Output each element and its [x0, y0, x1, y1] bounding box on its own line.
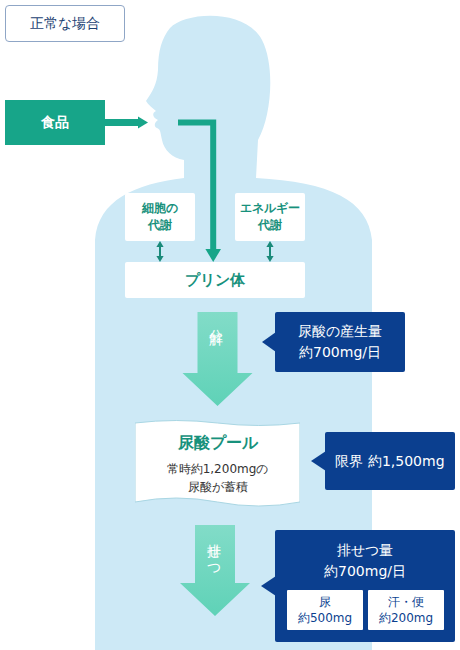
sub-box: 尿 約500mg: [287, 590, 363, 630]
callout-pointer: [262, 332, 276, 352]
node-text: 尿酸の産生量 約700mg/日: [281, 321, 399, 363]
title-tag: 正常な場合: [5, 5, 125, 42]
intake-line: [178, 123, 213, 253]
node-text: 限界 約1,500mg: [331, 451, 449, 472]
excretion-arrow: [180, 525, 250, 616]
node-text: プリン体: [185, 271, 245, 290]
arrow-head: [266, 256, 273, 262]
exchange-line: [269, 246, 271, 257]
node-text: 細胞の 代謝: [130, 200, 190, 235]
metabolism-box: 細胞の 代謝: [125, 193, 195, 241]
connector: [156, 241, 163, 262]
connector: [183, 312, 253, 406]
food-arrow: [105, 119, 140, 126]
food-box: 食品: [5, 100, 105, 145]
node-text: 汗・便 約200mg: [373, 594, 439, 626]
callout-box: 尿酸の産生量 約700mg/日: [275, 312, 405, 372]
title-text: 正常な場合: [30, 15, 100, 33]
arrow-head: [156, 256, 163, 262]
callout-pointer: [261, 576, 276, 596]
sub-box: 汗・便 約200mg: [368, 590, 444, 630]
flow-arrow: [183, 312, 253, 406]
connector: [105, 117, 221, 263]
arrow-head: [266, 241, 273, 247]
node-text: 尿 約500mg: [292, 594, 358, 626]
purine-box: プリン体: [125, 262, 305, 298]
connector: [266, 241, 273, 262]
metabolism-box: エネルギー 代謝: [235, 193, 305, 241]
callout-pointer: [311, 451, 326, 471]
node-text: 尿酸プール: [178, 433, 258, 454]
arrow-label: 排せつ: [205, 533, 223, 574]
arrow-label: 分解: [208, 318, 226, 324]
exchange-line: [159, 246, 161, 257]
pool-shape: [135, 421, 300, 507]
excretion-box: 排せつ量 約700mg/日尿 約500mg 汗・便 約200mg: [275, 530, 455, 642]
uric-pool-box: 尿酸プール常時約1,200mgの 尿酸が蓄積: [135, 418, 300, 510]
arrow-head: [138, 117, 148, 129]
callout-box: 限界 約1,500mg: [325, 432, 455, 490]
node-text: 排せつ量 約700mg/日: [306, 540, 424, 582]
arrow-head: [205, 249, 221, 262]
node-body: 常時約1,200mgの 尿酸が蓄積: [153, 460, 283, 496]
node-text: エネルギー 代謝: [240, 200, 300, 235]
arrow-head: [156, 241, 163, 247]
node-text: 食品: [41, 114, 69, 132]
